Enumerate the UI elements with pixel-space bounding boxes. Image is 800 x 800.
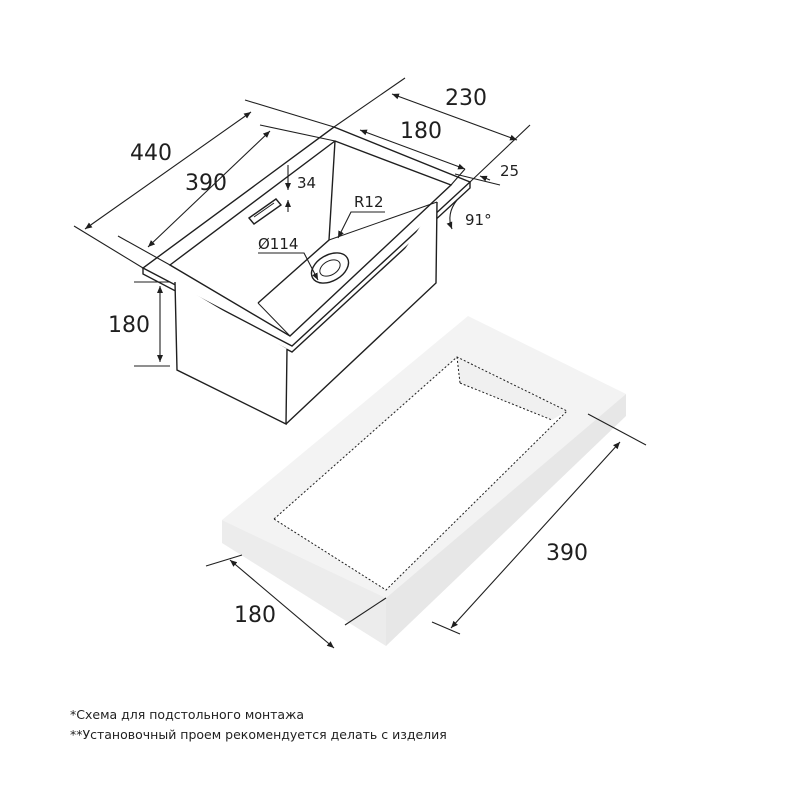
- label-230: 230: [445, 86, 487, 111]
- angle-arc: [446, 199, 458, 230]
- leader-r12: [337, 211, 385, 239]
- bowl-floor-line: [257, 302, 291, 337]
- label-25: 25: [500, 162, 519, 180]
- leader-d114: [258, 252, 319, 281]
- cutout-opening: [274, 357, 567, 590]
- label-34: 34: [297, 174, 316, 192]
- dim-line-390-sink: [147, 130, 271, 248]
- label-91: 91°: [465, 211, 492, 229]
- label-d114: Ø114: [258, 235, 298, 253]
- dim-line-180-cutout: [229, 559, 335, 649]
- label-r12: R12: [354, 193, 384, 211]
- bowl-inner-edge: [328, 201, 438, 241]
- label-440: 440: [130, 141, 172, 166]
- label-180-width: 180: [400, 119, 442, 144]
- dim-line-180-width: [359, 129, 466, 170]
- sink-rim-edge: [142, 182, 471, 353]
- dim-line-230: [391, 93, 518, 141]
- note-undermount: *Схема для подстольного монтажа: [70, 707, 304, 722]
- sink-body-front: [174, 281, 288, 426]
- note-cutout: **Установочный проем рекомендуется делат…: [70, 727, 447, 742]
- label-390-sink: 390: [185, 171, 227, 196]
- label-180-cutout: 180: [234, 603, 276, 628]
- installation-notes: *Схема для подстольного монтажа **Устано…: [70, 705, 447, 745]
- dim-line-390-cutout: [450, 441, 621, 629]
- label-390-cutout: 390: [546, 541, 588, 566]
- dim-line-25: [479, 175, 491, 182]
- label-180-depth: 180: [108, 313, 150, 338]
- sink-body-side: [285, 201, 438, 425]
- drain-inner: [319, 259, 341, 277]
